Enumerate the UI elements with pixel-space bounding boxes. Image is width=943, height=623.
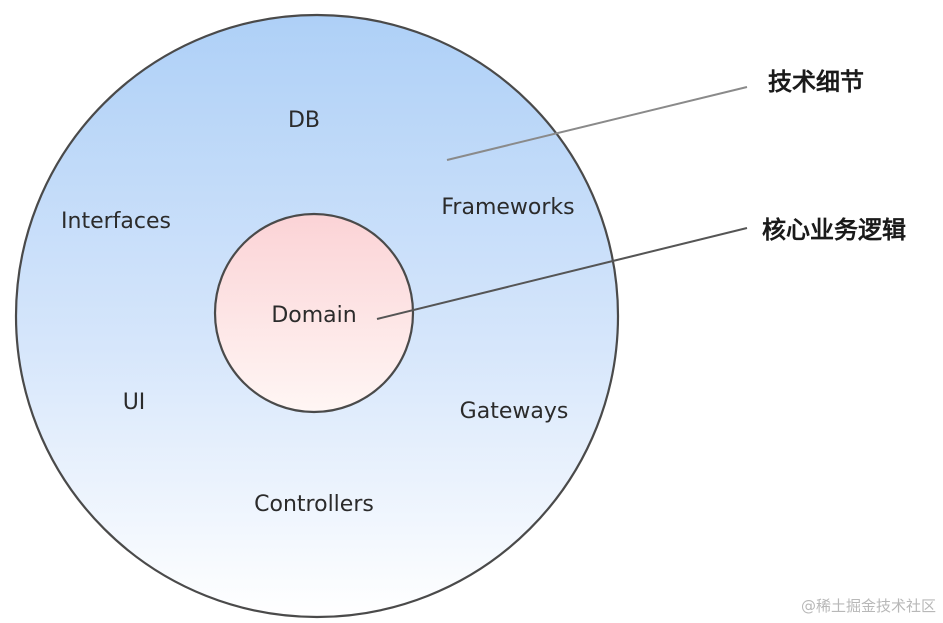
annotation-core-business-logic: 核心业务逻辑 (762, 216, 906, 244)
label-db: DB (288, 108, 320, 133)
label-domain: Domain (271, 303, 356, 328)
domain-layer-circle (213, 212, 415, 414)
leader-line-tech-details (446, 86, 748, 161)
leader-line-core-logic (376, 227, 748, 320)
label-frameworks: Frameworks (441, 195, 574, 220)
label-ui: UI (123, 390, 146, 415)
watermark: @稀土掘金技术社区 (801, 597, 936, 615)
label-controllers: Controllers (254, 492, 374, 517)
label-gateways: Gateways (460, 399, 569, 424)
annotation-tech-details: 技术细节 (768, 68, 864, 96)
label-interfaces: Interfaces (61, 209, 171, 234)
